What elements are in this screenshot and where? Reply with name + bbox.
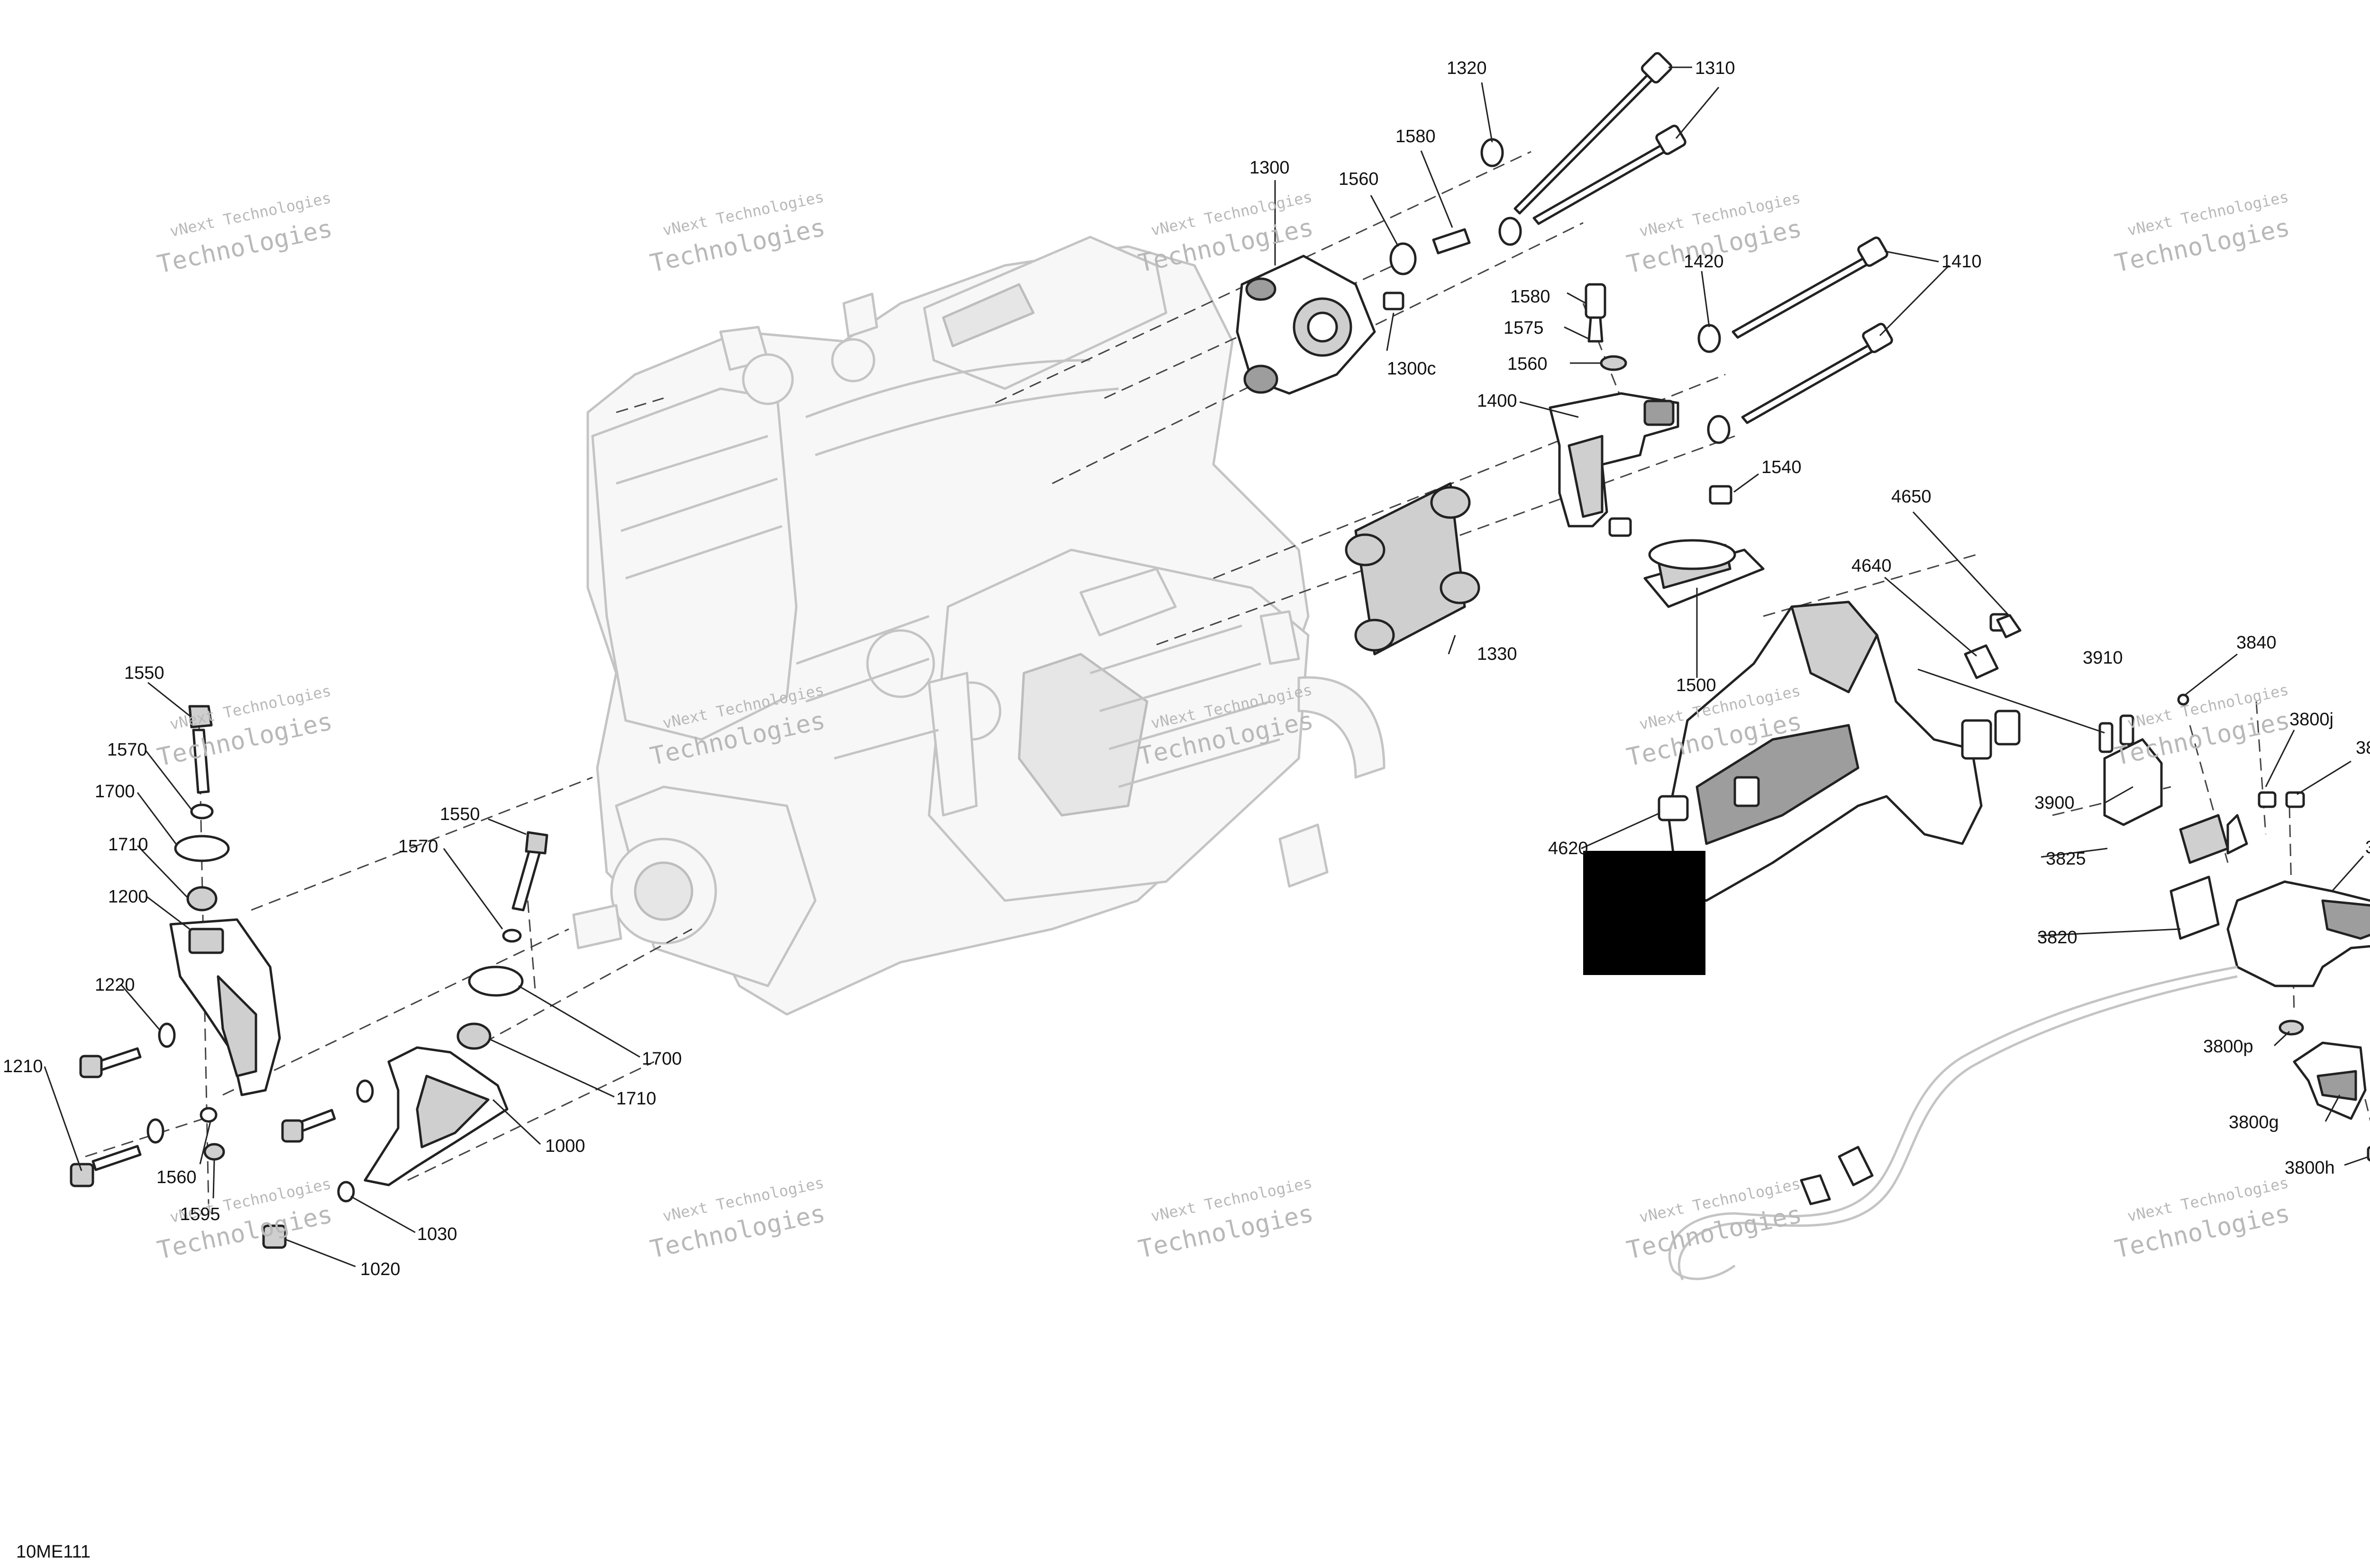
callout-labels: 1320 1310 1580 1300 1560 1300c 1580 1575… xyxy=(3,58,2370,1279)
callout-1500: 1500 xyxy=(1676,675,1716,695)
mount-1500 xyxy=(1643,539,1765,608)
callout-1310: 1310 xyxy=(1695,58,1735,78)
callout-3800q: 3800q xyxy=(2356,738,2370,758)
bolts-1020 xyxy=(262,1109,336,1249)
washers-center xyxy=(337,929,524,1203)
callout-1560: 1560 xyxy=(1507,354,1548,374)
bracket-1300 xyxy=(1236,255,1376,395)
callout-1560: 1560 xyxy=(156,1167,197,1187)
callout-1420: 1420 xyxy=(1684,252,1724,272)
callout-3800p: 3800p xyxy=(2203,1037,2253,1057)
callout-3800: 3800 xyxy=(2365,838,2370,857)
callout-1580: 1580 xyxy=(1395,127,1436,146)
washers-upper xyxy=(1389,138,1731,444)
bolts-1310 xyxy=(1513,52,1686,225)
callout-3900: 3900 xyxy=(2034,793,2075,813)
callout-4650: 4650 xyxy=(1891,487,1932,507)
callout-1550: 1550 xyxy=(440,804,480,824)
callout-1595: 1595 xyxy=(180,1204,220,1224)
leader-lines xyxy=(44,66,2370,1267)
callout-1700: 1700 xyxy=(95,782,135,802)
callout-1570: 1570 xyxy=(107,740,147,760)
callout-3800g: 3800g xyxy=(2229,1112,2279,1132)
callout-1020: 1020 xyxy=(360,1259,401,1279)
callout-1560: 1560 xyxy=(1339,169,1379,189)
callout-1300c: 1300c xyxy=(1387,359,1436,379)
callout-1210: 1210 xyxy=(3,1057,43,1076)
bolts-small xyxy=(1383,292,2370,1162)
bolt-1550-left xyxy=(188,705,213,794)
shifter-3800-assembly xyxy=(1668,738,2370,1281)
callout-3825: 3825 xyxy=(2046,849,2086,869)
callout-3800j: 3800j xyxy=(2289,710,2334,729)
pins-1580 xyxy=(1432,228,1606,343)
callout-1000: 1000 xyxy=(545,1136,585,1156)
callout-1030: 1030 xyxy=(417,1224,457,1244)
engine-assembly-ghost xyxy=(572,236,1386,1016)
callout-3800h: 3800h xyxy=(2285,1158,2335,1178)
bolts-1410 xyxy=(1732,237,1893,424)
callout-3820: 3820 xyxy=(2037,928,2078,948)
callout-1570: 1570 xyxy=(398,837,438,857)
callout-1300: 1300 xyxy=(1249,158,1290,178)
callout-1710: 1710 xyxy=(108,835,148,855)
bolts-1210 xyxy=(70,1047,142,1187)
callout-1550: 1550 xyxy=(124,663,164,683)
callout-1200: 1200 xyxy=(108,887,148,907)
frame-4620 xyxy=(1658,601,2021,902)
callout-4640: 4640 xyxy=(1851,556,1892,576)
callout-1580: 1580 xyxy=(1510,287,1550,307)
bracket-1400 xyxy=(1549,392,1679,528)
callout-3840: 3840 xyxy=(2236,633,2277,653)
bracket-1000 xyxy=(364,1046,509,1186)
figure-code: 10ME111 xyxy=(16,1542,91,1562)
callout-3910: 3910 xyxy=(2083,648,2123,668)
bolt-1550-center xyxy=(511,831,548,912)
callout-1575: 1575 xyxy=(1504,318,1544,338)
callout-1330: 1330 xyxy=(1477,644,1517,664)
plate-1330 xyxy=(1345,482,1480,656)
callout-1220: 1220 xyxy=(95,975,135,995)
callout-1540: 1540 xyxy=(1761,457,1802,477)
washers-left xyxy=(146,803,230,1161)
callout-4620: 4620 xyxy=(1548,839,1588,858)
cover-3800g xyxy=(2293,1041,2367,1120)
bracket-1200 xyxy=(169,918,281,1096)
callout-1700: 1700 xyxy=(642,1049,682,1069)
callout-1710: 1710 xyxy=(616,1089,656,1109)
redaction-block xyxy=(1583,851,1705,975)
callout-1320: 1320 xyxy=(1447,58,1487,78)
callout-1400: 1400 xyxy=(1477,391,1517,411)
callout-1410: 1410 xyxy=(1942,252,1982,272)
